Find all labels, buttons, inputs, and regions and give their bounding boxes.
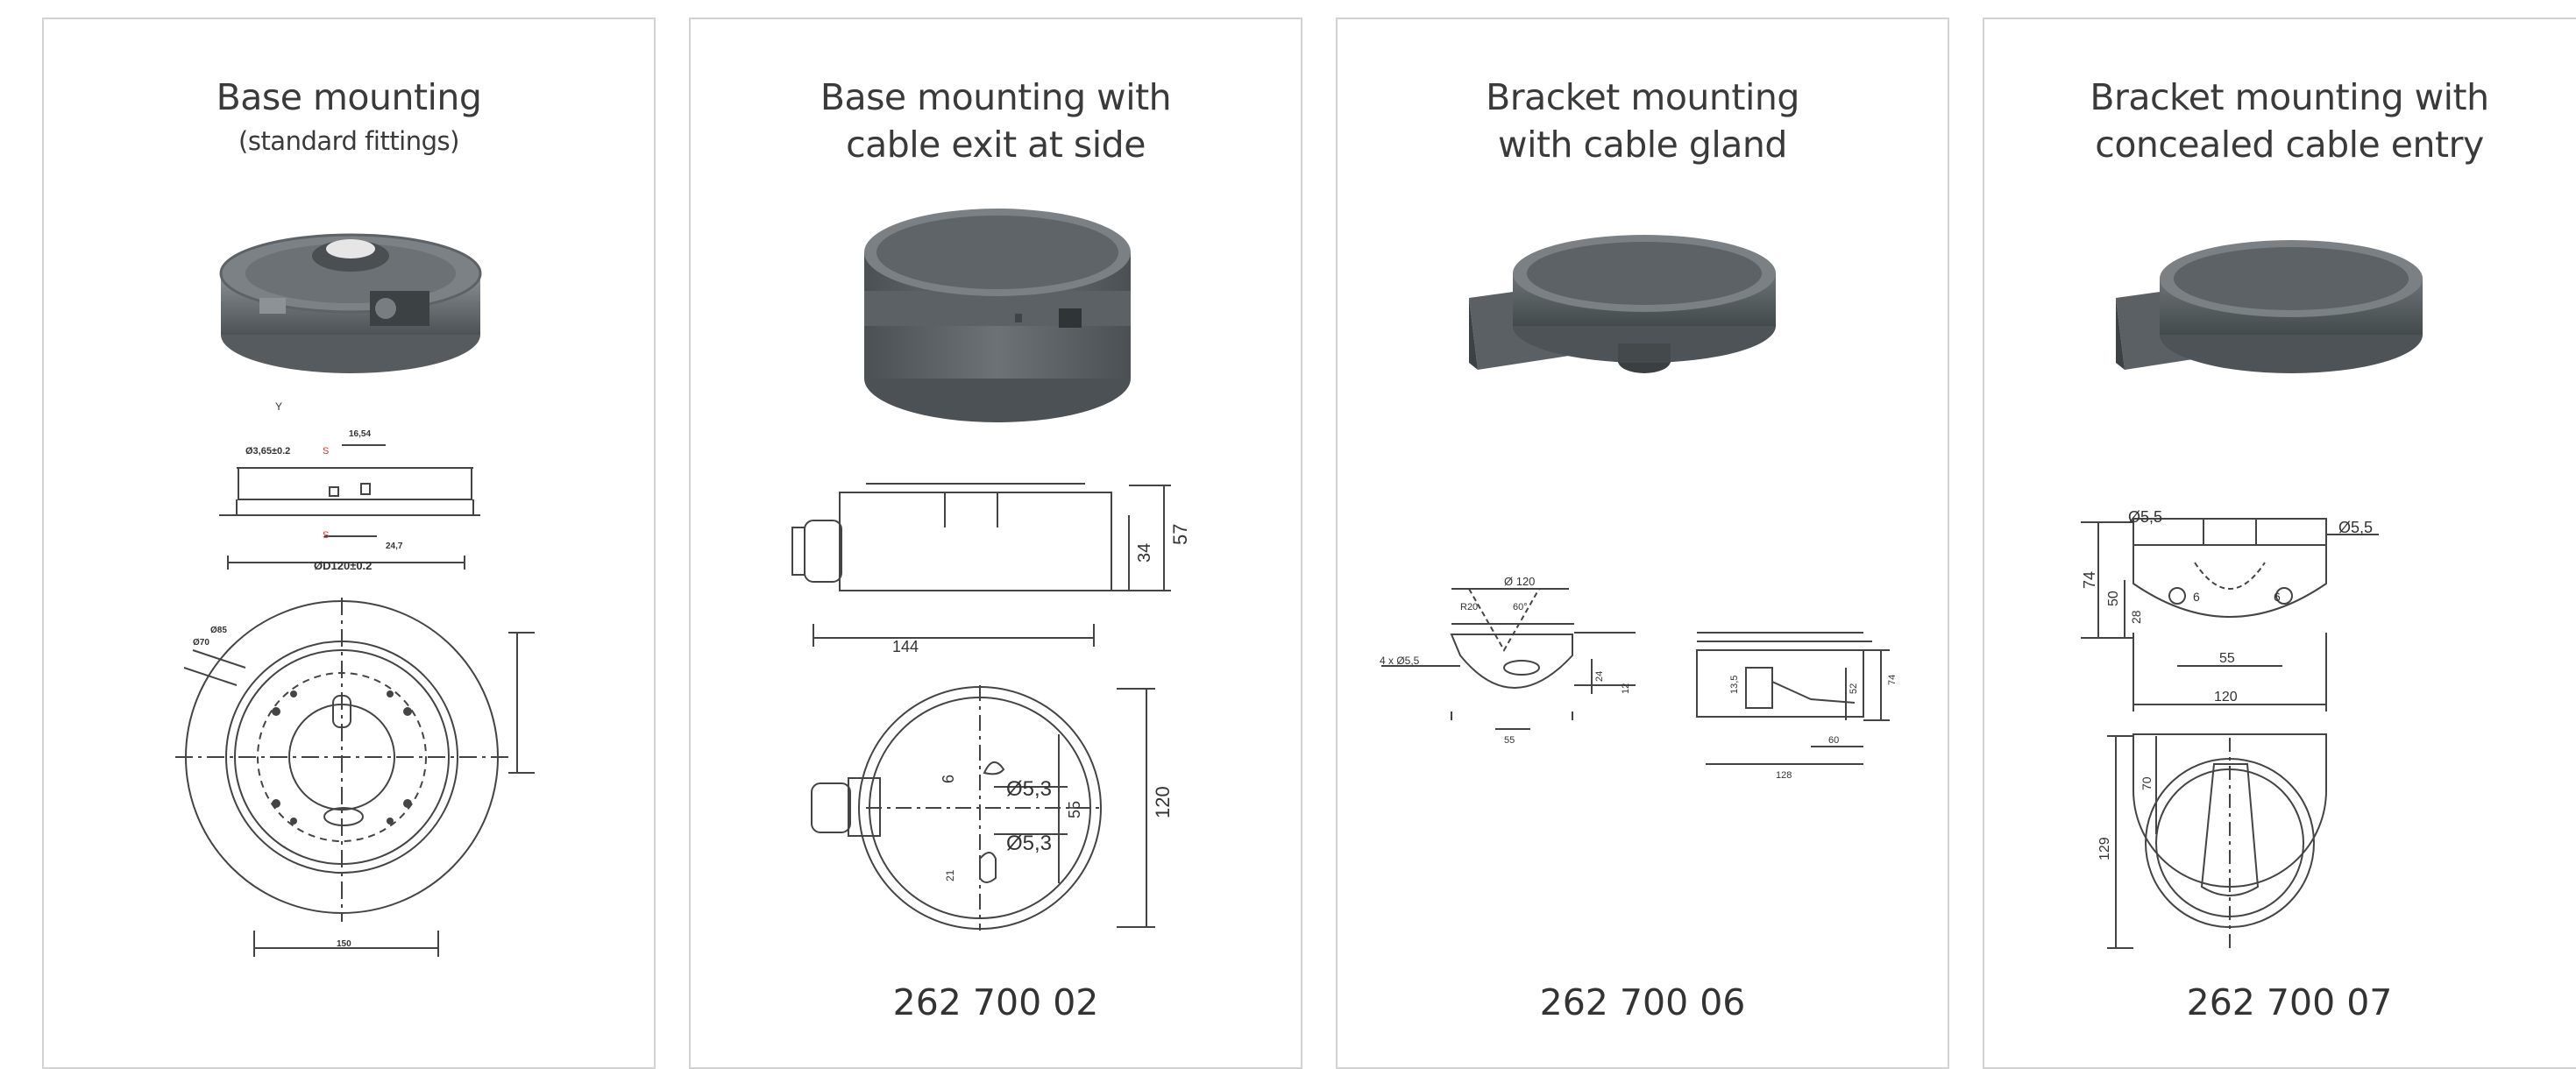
svg-text:S: S <box>323 530 329 541</box>
base-mounting-render-and-drawings: Y Ø3,65±0.2 S S 16,54 24,7 ØD120±0.2 <box>175 233 535 957</box>
plan-view-drawing <box>811 685 1155 931</box>
svg-text:S: S <box>323 446 329 457</box>
product-card-bracket-cable-gland[interactable]: Bracket mounting with cable gland <box>1336 18 1949 1069</box>
svg-text:Ø5,3: Ø5,3 <box>1006 832 1052 855</box>
svg-text:Ø3,65±0.2: Ø3,65±0.2 <box>245 446 290 457</box>
part-number: 262 700 07 <box>2186 981 2393 1023</box>
product-title: Base mounting with cable exit at side <box>820 76 1172 166</box>
svg-text:24: 24 <box>1594 671 1605 682</box>
svg-text:6: 6 <box>940 775 957 783</box>
svg-text:24,7: 24,7 <box>386 542 403 551</box>
svg-text:21: 21 <box>944 869 956 881</box>
svg-text:55: 55 <box>2219 651 2235 666</box>
svg-text:R20: R20 <box>1460 602 1478 612</box>
part-number: 262 700 06 <box>1539 981 1746 1023</box>
product-render-image <box>864 209 1131 422</box>
plan-view-drawing <box>2107 733 2327 949</box>
svg-text:Ø70: Ø70 <box>193 638 209 648</box>
product-render-image <box>219 233 482 373</box>
product-title: Bracket mounting with concealed cable en… <box>2090 76 2489 166</box>
front-view-drawing <box>2081 518 2379 711</box>
plan-view-drawing <box>175 598 535 957</box>
svg-text:6: 6 <box>2274 590 2281 604</box>
cable-exit-render-and-drawings: 144 57 34 Ø5,3 Ø5,3 120 55 6 21 <box>791 209 1191 931</box>
svg-text:55: 55 <box>1066 801 1083 818</box>
front-view-drawing <box>1696 632 1890 765</box>
svg-text:144: 144 <box>892 638 919 655</box>
svg-text:128: 128 <box>1776 770 1792 781</box>
bracket-gland-render-and-drawings: Ø 120 R20 60° 4 x Ø5,5 55 128 60 74 52 2… <box>1380 235 1898 781</box>
product-card-bracket-concealed-entry[interactable]: Bracket mounting with concealed cable en… <box>1983 18 2576 1069</box>
side-view-drawing <box>1381 588 1636 730</box>
svg-text:70: 70 <box>2140 776 2154 790</box>
svg-text:120: 120 <box>2214 690 2238 704</box>
svg-text:Ø85: Ø85 <box>210 626 227 635</box>
bracket-concealed-render-and-drawings: Ø5,5 Ø5,5 74 50 28 6 6 55 120 129 70 <box>2081 240 2423 949</box>
svg-text:74: 74 <box>1887 675 1898 685</box>
product-title: Base mounting (standard fittings) <box>216 76 482 156</box>
svg-text:12: 12 <box>1621 683 1631 694</box>
svg-text:55: 55 <box>1504 735 1515 746</box>
side-view-drawing <box>791 483 1171 647</box>
svg-text:52: 52 <box>1849 683 1859 694</box>
svg-text:150: 150 <box>337 939 351 949</box>
svg-text:60°: 60° <box>1513 602 1528 612</box>
svg-text:28: 28 <box>2129 610 2143 624</box>
svg-text:Y: Y <box>275 400 282 413</box>
svg-text:50: 50 <box>2106 591 2121 606</box>
svg-text:57: 57 <box>1169 524 1191 545</box>
part-number: 262 700 02 <box>892 981 1099 1023</box>
side-view-drawing <box>219 444 480 570</box>
product-title: Bracket mounting with cable gland <box>1486 76 1799 166</box>
product-render-image <box>2116 240 2423 373</box>
svg-text:6: 6 <box>2193 590 2200 604</box>
product-render-image <box>1469 235 1776 373</box>
svg-text:Ø5,5: Ø5,5 <box>2128 508 2162 526</box>
svg-text:120: 120 <box>1152 786 1174 818</box>
svg-text:13,5: 13,5 <box>1729 676 1740 694</box>
svg-text:Ø 120: Ø 120 <box>1504 575 1535 588</box>
product-card-base-mounting[interactable]: Base mounting (standard fittings) <box>42 18 656 1069</box>
svg-text:34: 34 <box>1135 543 1154 563</box>
svg-text:ØD120±0.2: ØD120±0.2 <box>314 559 372 572</box>
product-card-base-mounting-cable-exit[interactable]: Base mounting with cable exit at side <box>689 18 1302 1069</box>
svg-text:74: 74 <box>2081 571 2098 589</box>
svg-text:60: 60 <box>1828 735 1839 746</box>
svg-text:4 x Ø5,5: 4 x Ø5,5 <box>1380 655 1420 667</box>
svg-text:16,54: 16,54 <box>349 429 371 439</box>
svg-text:Ø5,3: Ø5,3 <box>1006 777 1052 801</box>
svg-text:Ø5,5: Ø5,5 <box>2338 519 2373 536</box>
svg-text:129: 129 <box>2097 837 2112 860</box>
